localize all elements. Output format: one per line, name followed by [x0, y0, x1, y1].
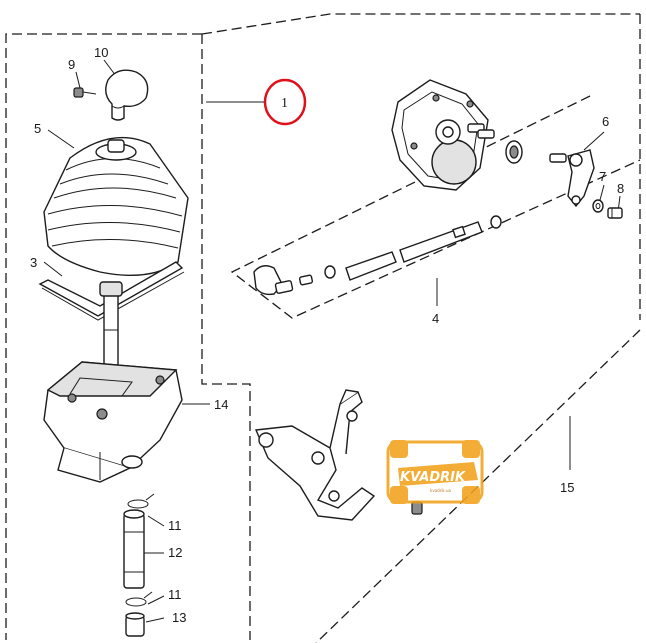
- knob-screw-part: [73, 87, 97, 98]
- dashed-assembly-frames: [5, 13, 641, 643]
- watermark-text: KVADRIK: [400, 470, 466, 485]
- gasket-part: [38, 261, 185, 321]
- callout-5: 5: [34, 121, 41, 136]
- kvadrik-watermark-logo: KVADRIK kvadrik.ua: [386, 440, 484, 504]
- watermark-subtext: kvadrik.ua: [430, 488, 452, 493]
- callout-15: 15: [560, 480, 574, 495]
- shift-shaft-part: [253, 215, 502, 296]
- shift-knob-part: [105, 69, 149, 121]
- sleeve-part: [123, 509, 145, 589]
- callout-9: 9: [68, 57, 75, 72]
- callout-1-highlight-ring: [263, 78, 307, 126]
- arm-bolt-part: [607, 207, 623, 219]
- callout-1: 1: [281, 96, 288, 111]
- shift-arm-part: [549, 149, 595, 208]
- callout-7: 7: [599, 169, 606, 184]
- shaft-seal-part: [505, 140, 523, 164]
- shift-bracket-part: [254, 389, 423, 521]
- callout-6: 6: [602, 114, 609, 129]
- lower-clip-part: [125, 591, 153, 607]
- nut-part: [125, 612, 145, 637]
- callout-8: 8: [617, 181, 624, 196]
- leader-lines: [43, 59, 621, 623]
- shift-housing-part: [43, 361, 183, 483]
- shift-boot-part: [43, 136, 189, 276]
- callout-4: 4: [432, 311, 439, 326]
- callout-13: 13: [172, 610, 186, 625]
- callout-12: 12: [168, 545, 182, 560]
- housing-bolts-part: [467, 123, 495, 139]
- callout-11-upper: 11: [168, 518, 182, 533]
- callout-11-lower: 11: [168, 587, 182, 602]
- transmission-cover-part: [391, 79, 489, 191]
- washer-part: [592, 199, 604, 213]
- callout-14: 14: [214, 397, 228, 412]
- callout-10: 10: [94, 45, 108, 60]
- callout-labels: 1 3 4 5 6 7 8 9 10 11 11 12 13 14 15: [30, 45, 624, 625]
- upper-clip-part: [127, 493, 155, 509]
- callout-3: 3: [30, 255, 37, 270]
